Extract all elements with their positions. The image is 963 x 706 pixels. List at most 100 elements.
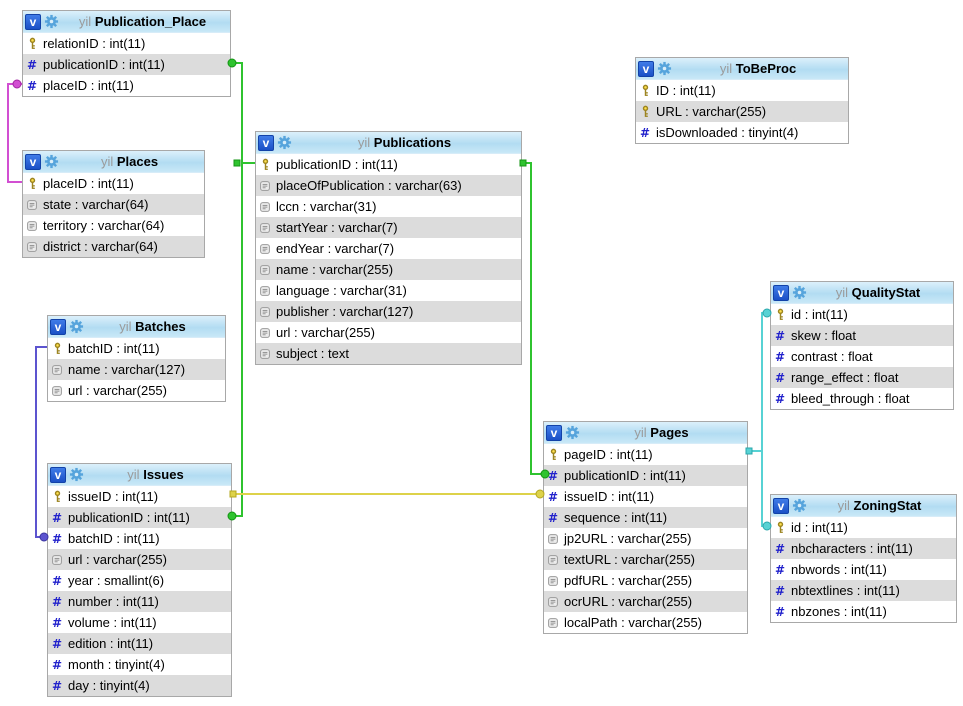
field-row-textURL[interactable]: textURL : varchar(255) xyxy=(544,549,747,570)
field-row-district[interactable]: district : varchar(64) xyxy=(23,236,204,257)
table-header-publication_place[interactable]: v yil Publication_Place xyxy=(23,11,230,33)
field-row-publicationID[interactable]: # publicationID : int(11) xyxy=(23,54,230,75)
field-row-publicationID[interactable]: # publicationID : int(11) xyxy=(544,465,747,486)
field-row-name[interactable]: name : varchar(255) xyxy=(256,259,521,280)
table-title: yil QualityStat xyxy=(810,285,950,300)
field-label: endYear : varchar(7) xyxy=(276,241,394,256)
field-row-placeOfPublication[interactable]: placeOfPublication : varchar(63) xyxy=(256,175,521,196)
field-row-volume[interactable]: # volume : int(11) xyxy=(48,612,231,633)
field-row-skew[interactable]: # skew : float xyxy=(771,325,953,346)
table-header-batches[interactable]: v yil Batches xyxy=(48,316,225,338)
table-toggle-icon[interactable]: v xyxy=(258,135,274,151)
table-toggle-icon[interactable]: v xyxy=(25,154,41,170)
field-row-url[interactable]: url : varchar(255) xyxy=(48,549,231,570)
field-row-pdfURL[interactable]: pdfURL : varchar(255) xyxy=(544,570,747,591)
table-options-icon[interactable] xyxy=(565,425,580,440)
numeric-field-icon: # xyxy=(51,595,63,609)
field-row-isDownloaded[interactable]: # isDownloaded : tinyint(4) xyxy=(636,122,848,143)
field-row-url[interactable]: url : varchar(255) xyxy=(256,322,521,343)
field-row-pageID[interactable]: pageID : int(11) xyxy=(544,444,747,465)
table-options-icon[interactable] xyxy=(44,14,59,29)
field-row-id[interactable]: id : int(11) xyxy=(771,517,956,538)
field-row-ocrURL[interactable]: ocrURL : varchar(255) xyxy=(544,591,747,612)
table-toggle-icon[interactable]: v xyxy=(773,285,789,301)
field-row-publicationID[interactable]: # publicationID : int(11) xyxy=(48,507,231,528)
field-row-day[interactable]: # day : tinyint(4) xyxy=(48,675,231,696)
table-toggle-icon[interactable]: v xyxy=(773,498,789,514)
numeric-field-icon: # xyxy=(26,58,38,72)
table-header-qualitystat[interactable]: v yil QualityStat xyxy=(771,282,953,304)
field-row-placeID[interactable]: # placeID : int(11) xyxy=(23,75,230,96)
text-field-icon xyxy=(547,534,559,544)
field-row-ID[interactable]: ID : int(11) xyxy=(636,80,848,101)
field-row-lccn[interactable]: lccn : varchar(31) xyxy=(256,196,521,217)
field-row-year[interactable]: # year : smallint(6) xyxy=(48,570,231,591)
field-row-subject[interactable]: subject : text xyxy=(256,343,521,364)
field-label: url : varchar(255) xyxy=(68,552,167,567)
field-row-localPath[interactable]: localPath : varchar(255) xyxy=(544,612,747,633)
table-options-icon[interactable] xyxy=(277,135,292,150)
table-toggle-icon[interactable]: v xyxy=(546,425,562,441)
table-options-icon[interactable] xyxy=(792,498,807,513)
field-row-startYear[interactable]: startYear : varchar(7) xyxy=(256,217,521,238)
table-toggle-icon[interactable]: v xyxy=(50,467,66,483)
table-header-zoningstat[interactable]: v yil ZoningStat xyxy=(771,495,956,517)
field-label: nbtextlines : int(11) xyxy=(791,583,900,598)
relation-line-batches-issues-batchID xyxy=(36,347,47,537)
field-row-batchID[interactable]: # batchID : int(11) xyxy=(48,528,231,549)
field-row-publisher[interactable]: publisher : varchar(127) xyxy=(256,301,521,322)
table-options-icon[interactable] xyxy=(69,319,84,334)
field-row-placeID[interactable]: placeID : int(11) xyxy=(23,173,204,194)
field-row-jp2URL[interactable]: jp2URL : varchar(255) xyxy=(544,528,747,549)
table-title: yil Publication_Place xyxy=(62,14,227,29)
field-label: publicationID : int(11) xyxy=(68,510,190,525)
field-row-territory[interactable]: territory : varchar(64) xyxy=(23,215,204,236)
numeric-field-icon: # xyxy=(51,658,63,672)
table-options-icon[interactable] xyxy=(792,285,807,300)
field-row-publicationID[interactable]: publicationID : int(11) xyxy=(256,154,521,175)
table-toggle-icon[interactable]: v xyxy=(638,61,654,77)
primary-key-icon xyxy=(26,37,38,50)
field-label: subject : text xyxy=(276,346,349,361)
field-label: issueID : int(11) xyxy=(564,489,654,504)
field-row-range_effect[interactable]: # range_effect : float xyxy=(771,367,953,388)
table-header-publications[interactable]: v yil Publications xyxy=(256,132,521,154)
field-row-nbtextlines[interactable]: # nbtextlines : int(11) xyxy=(771,580,956,601)
table-options-icon[interactable] xyxy=(657,61,672,76)
field-row-edition[interactable]: # edition : int(11) xyxy=(48,633,231,654)
field-row-issueID[interactable]: # issueID : int(11) xyxy=(544,486,747,507)
table-toggle-icon[interactable]: v xyxy=(50,319,66,335)
table-options-icon[interactable] xyxy=(69,467,84,482)
relation-endpoint-dot xyxy=(13,80,21,88)
field-row-batchID[interactable]: batchID : int(11) xyxy=(48,338,225,359)
field-label: month : tinyint(4) xyxy=(68,657,165,672)
db-table-tobeproc: v yil ToBeProc ID : int(11) URL : varcha… xyxy=(635,57,849,144)
table-toggle-icon[interactable]: v xyxy=(25,14,41,30)
numeric-field-icon: # xyxy=(774,563,786,577)
table-header-issues[interactable]: v yil Issues xyxy=(48,464,231,486)
field-row-issueID[interactable]: issueID : int(11) xyxy=(48,486,231,507)
table-header-tobeproc[interactable]: v yil ToBeProc xyxy=(636,58,848,80)
field-row-sequence[interactable]: # sequence : int(11) xyxy=(544,507,747,528)
field-row-number[interactable]: # number : int(11) xyxy=(48,591,231,612)
field-row-endYear[interactable]: endYear : varchar(7) xyxy=(256,238,521,259)
field-row-state[interactable]: state : varchar(64) xyxy=(23,194,204,215)
field-row-nbzones[interactable]: # nbzones : int(11) xyxy=(771,601,956,622)
table-header-pages[interactable]: v yil Pages xyxy=(544,422,747,444)
field-row-relationID[interactable]: relationID : int(11) xyxy=(23,33,230,54)
field-row-nbwords[interactable]: # nbwords : int(11) xyxy=(771,559,956,580)
primary-key-icon xyxy=(774,308,786,321)
field-label: isDownloaded : tinyint(4) xyxy=(656,125,798,140)
field-row-month[interactable]: # month : tinyint(4) xyxy=(48,654,231,675)
field-row-bleed_through[interactable]: # bleed_through : float xyxy=(771,388,953,409)
field-row-contrast[interactable]: # contrast : float xyxy=(771,346,953,367)
field-row-id[interactable]: id : int(11) xyxy=(771,304,953,325)
field-row-nbcharacters[interactable]: # nbcharacters : int(11) xyxy=(771,538,956,559)
field-row-url[interactable]: url : varchar(255) xyxy=(48,380,225,401)
field-row-URL[interactable]: URL : varchar(255) xyxy=(636,101,848,122)
table-options-icon[interactable] xyxy=(44,154,59,169)
field-row-language[interactable]: language : varchar(31) xyxy=(256,280,521,301)
text-field-icon xyxy=(259,202,271,212)
field-row-name[interactable]: name : varchar(127) xyxy=(48,359,225,380)
table-header-places[interactable]: v yil Places xyxy=(23,151,204,173)
